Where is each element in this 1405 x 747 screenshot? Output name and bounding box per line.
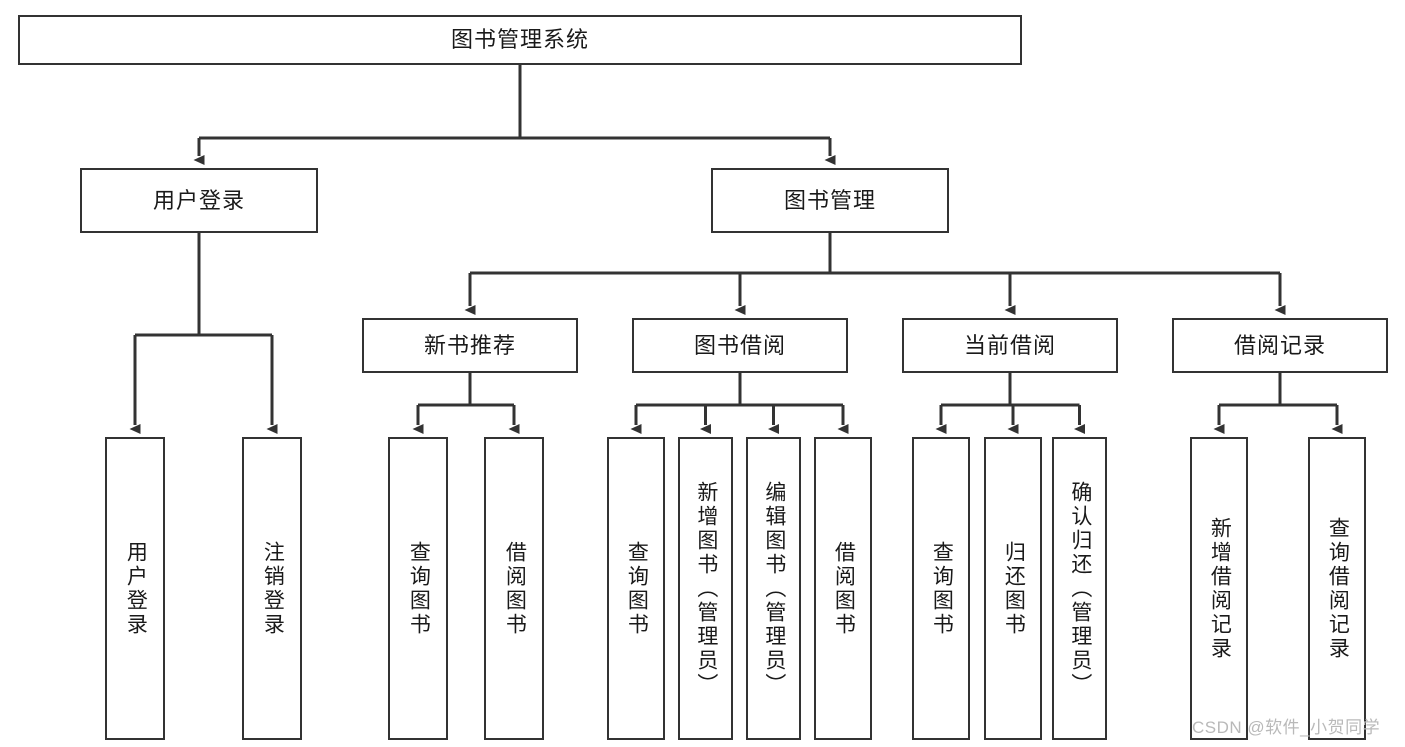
node-label: 用户登录 <box>124 540 148 637</box>
node-leaf-user-login[interactable]: 用户登录 <box>105 437 165 740</box>
node-label: 注销登录 <box>261 540 285 637</box>
node-label: 编辑图书（管理员） <box>762 480 786 697</box>
node-label: 借阅图书 <box>832 540 856 637</box>
node-label: 查询图书 <box>930 540 954 637</box>
node-label: 归还图书 <box>1002 540 1026 637</box>
node-label: 新增图书（管理员） <box>694 480 718 697</box>
node-label: 确认归还（管理员） <box>1068 480 1092 697</box>
node-user-login[interactable]: 用户登录 <box>80 168 318 233</box>
node-leaf-query-book-3[interactable]: 查询图书 <box>912 437 970 740</box>
node-leaf-add-book[interactable]: 新增图书（管理员） <box>678 437 733 740</box>
node-label: 图书管理系统 <box>450 27 589 53</box>
node-label: 查询借阅记录 <box>1326 516 1350 661</box>
node-book-borrow[interactable]: 图书借阅 <box>632 318 848 373</box>
node-borrow-record[interactable]: 借阅记录 <box>1172 318 1388 373</box>
node-leaf-query-book-1[interactable]: 查询图书 <box>388 437 448 740</box>
node-label: 新增借阅记录 <box>1208 516 1232 661</box>
node-label: 查询图书 <box>625 540 649 637</box>
node-leaf-return-book[interactable]: 归还图书 <box>984 437 1042 740</box>
csdn-watermark: CSDN @软件_小贺同学 <box>1192 718 1381 737</box>
node-leaf-borrow-book-2[interactable]: 借阅图书 <box>814 437 872 740</box>
node-label: 图书借阅 <box>693 332 786 358</box>
node-label: 借阅记录 <box>1233 332 1326 358</box>
node-leaf-edit-book[interactable]: 编辑图书（管理员） <box>746 437 801 740</box>
node-label: 用户登录 <box>152 187 245 213</box>
node-leaf-confirm-return[interactable]: 确认归还（管理员） <box>1052 437 1107 740</box>
node-leaf-query-record[interactable]: 查询借阅记录 <box>1308 437 1366 740</box>
node-leaf-add-record[interactable]: 新增借阅记录 <box>1190 437 1248 740</box>
node-label: 查询图书 <box>407 540 431 637</box>
node-label: 新书推荐 <box>423 332 516 358</box>
node-leaf-query-book-2[interactable]: 查询图书 <box>607 437 665 740</box>
node-current-borrow[interactable]: 当前借阅 <box>902 318 1118 373</box>
node-leaf-borrow-book-1[interactable]: 借阅图书 <box>484 437 544 740</box>
node-book-manage[interactable]: 图书管理 <box>711 168 949 233</box>
node-label: 图书管理 <box>783 187 876 213</box>
node-new-book-recommend[interactable]: 新书推荐 <box>362 318 578 373</box>
node-label: 当前借阅 <box>963 332 1056 358</box>
node-root[interactable]: 图书管理系统 <box>18 15 1022 65</box>
node-leaf-logout-login[interactable]: 注销登录 <box>242 437 302 740</box>
node-label: 借阅图书 <box>503 540 527 637</box>
